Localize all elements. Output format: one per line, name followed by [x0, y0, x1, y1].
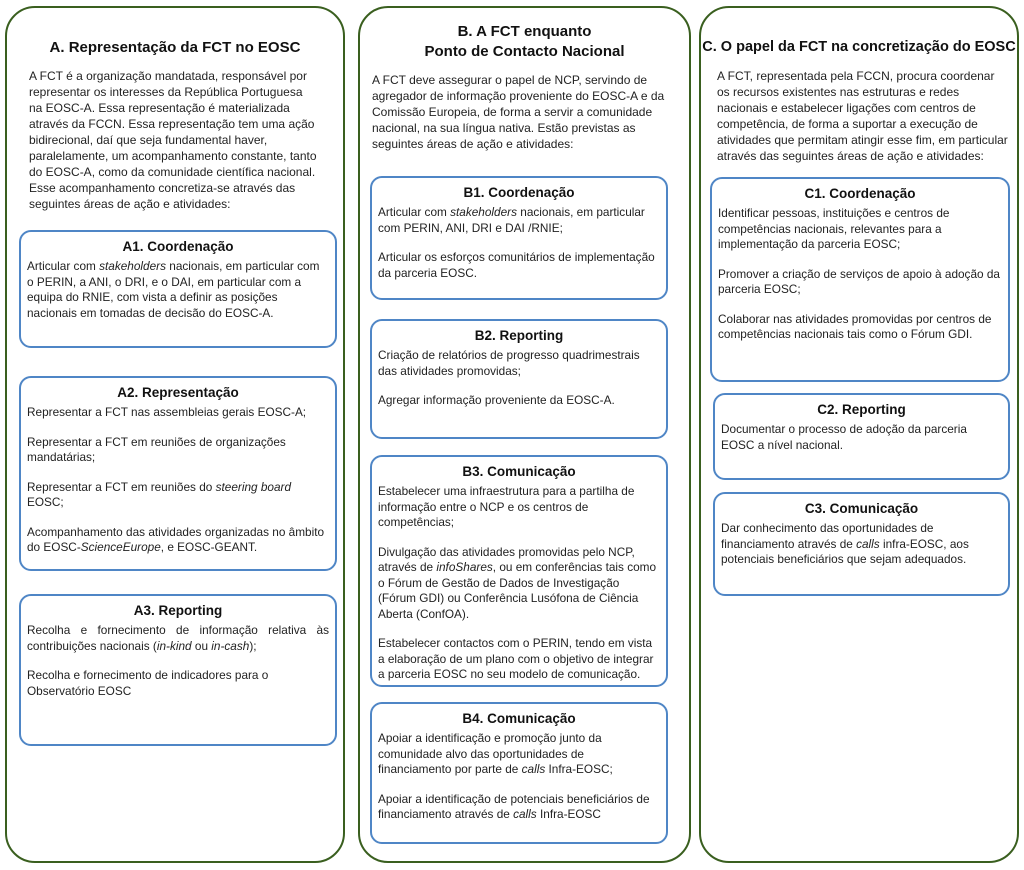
column-a-title: A. Representação da FCT no EOSC [49, 39, 301, 56]
box-c1-item-3: Colaborar nas atividades promovidas por … [718, 311, 992, 342]
box-a2-title: A2. Representação [117, 385, 239, 400]
column-b-title-line-1: B. A FCT enquanto [457, 23, 592, 40]
box-c2: C2. Reporting Documentar o processo de a… [713, 393, 1010, 480]
box-c1-title: C1. Coordenação [804, 186, 916, 201]
box-c1-item-2: Promover a criação de serviços de apoio … [718, 266, 1000, 297]
box-b1-item-1: Articular com stakeholders nacionais, em… [378, 205, 645, 235]
box-b3-item-2: Divulgação das atividades promovidas pel… [378, 544, 657, 621]
column-c-title: C. O papel da FCT na concretização do EO… [702, 39, 1016, 55]
box-a2-item-1: Representar a FCT nas assembleias gerais… [27, 405, 307, 419]
column-a-intro: A FCT é a organização mandatada, respons… [29, 69, 317, 211]
box-b1-title: B1. Coordenação [463, 185, 575, 200]
column-b-title-line-2: Ponto de Contacto Nacional [424, 43, 625, 60]
box-a1-text: Articular com stakeholders nacionais, em… [27, 259, 320, 320]
box-c2-title: C2. Reporting [817, 402, 906, 417]
box-b3-title: B3. Comunicação [462, 464, 576, 479]
box-a2-item-3: Representar a FCT em reuniões do steerin… [27, 479, 292, 510]
box-a1: A1. Coordenação Articular com stakeholde… [19, 230, 337, 348]
column-b-intro: A FCT deve assegurar o papel de NCP, ser… [372, 73, 665, 151]
box-b4: B4. Comunicação Apoiar a identificação e… [370, 702, 668, 844]
box-b2: B2. Reporting Criação de relatórios de p… [370, 319, 668, 439]
box-a2-item-4: Acompanhamento das atividades organizada… [27, 524, 325, 555]
box-c2-item-1: Documentar o processo de adoção da parce… [721, 422, 967, 452]
box-a3: A3. Reporting Recolha e fornecimento de … [19, 594, 337, 746]
box-b4-title: B4. Comunicação [462, 711, 576, 726]
box-a3-item-1: Recolha e fornecimento de informação rel… [27, 623, 329, 653]
box-c3-item-1: Dar conhecimento das oportunidades de fi… [721, 521, 969, 566]
box-a1-title: A1. Coordenação [122, 239, 234, 254]
box-c1: C1. Coordenação Identificar pessoas, ins… [710, 177, 1010, 382]
box-b2-item-1: Criação de relatórios de progresso quadr… [378, 348, 640, 378]
box-b3-item-1: Estabelecer uma infraestrutura para a pa… [378, 484, 635, 529]
box-b4-item-2: Apoiar a identificação de potenciais ben… [378, 791, 650, 822]
box-b2-item-2: Agregar informação proveniente da EOSC-A… [378, 393, 615, 407]
box-a2: A2. Representação Representar a FCT nas … [19, 376, 337, 571]
box-b3: B3. Comunicação Estabelecer uma infraest… [370, 455, 668, 687]
box-a3-title: A3. Reporting [133, 603, 223, 618]
box-c3-title: C3. Comunicação [804, 501, 919, 516]
column-c: C. O papel da FCT na concretização do EO… [699, 6, 1019, 863]
box-b1: B1. Coordenação Articular com stakeholde… [370, 176, 668, 300]
box-a2-item-2: Representar a FCT em reuniões de organiz… [27, 434, 286, 465]
box-a3-item-2: Recolha e fornecimento de indicadores pa… [27, 668, 269, 698]
column-c-intro: A FCT, representada pela FCCN, procura c… [717, 69, 1008, 163]
box-c3: C3. Comunicação Dar conhecimento das opo… [713, 492, 1010, 596]
box-b1-item-2: Articular os esforços comunitários de im… [378, 250, 655, 280]
box-b2-title: B2. Reporting [474, 328, 564, 343]
box-b3-item-3: Estabelecer contactos com o PERIN, tendo… [378, 636, 654, 681]
column-b: B. A FCT enquanto Ponto de Contacto Naci… [358, 6, 691, 863]
column-a: A. Representação da FCT no EOSC A FCT é … [5, 6, 345, 863]
box-b4-item-1: Apoiar a identificação e promoção junto … [378, 731, 613, 776]
box-c1-item-1: Identificar pessoas, instituições e cent… [718, 206, 950, 251]
